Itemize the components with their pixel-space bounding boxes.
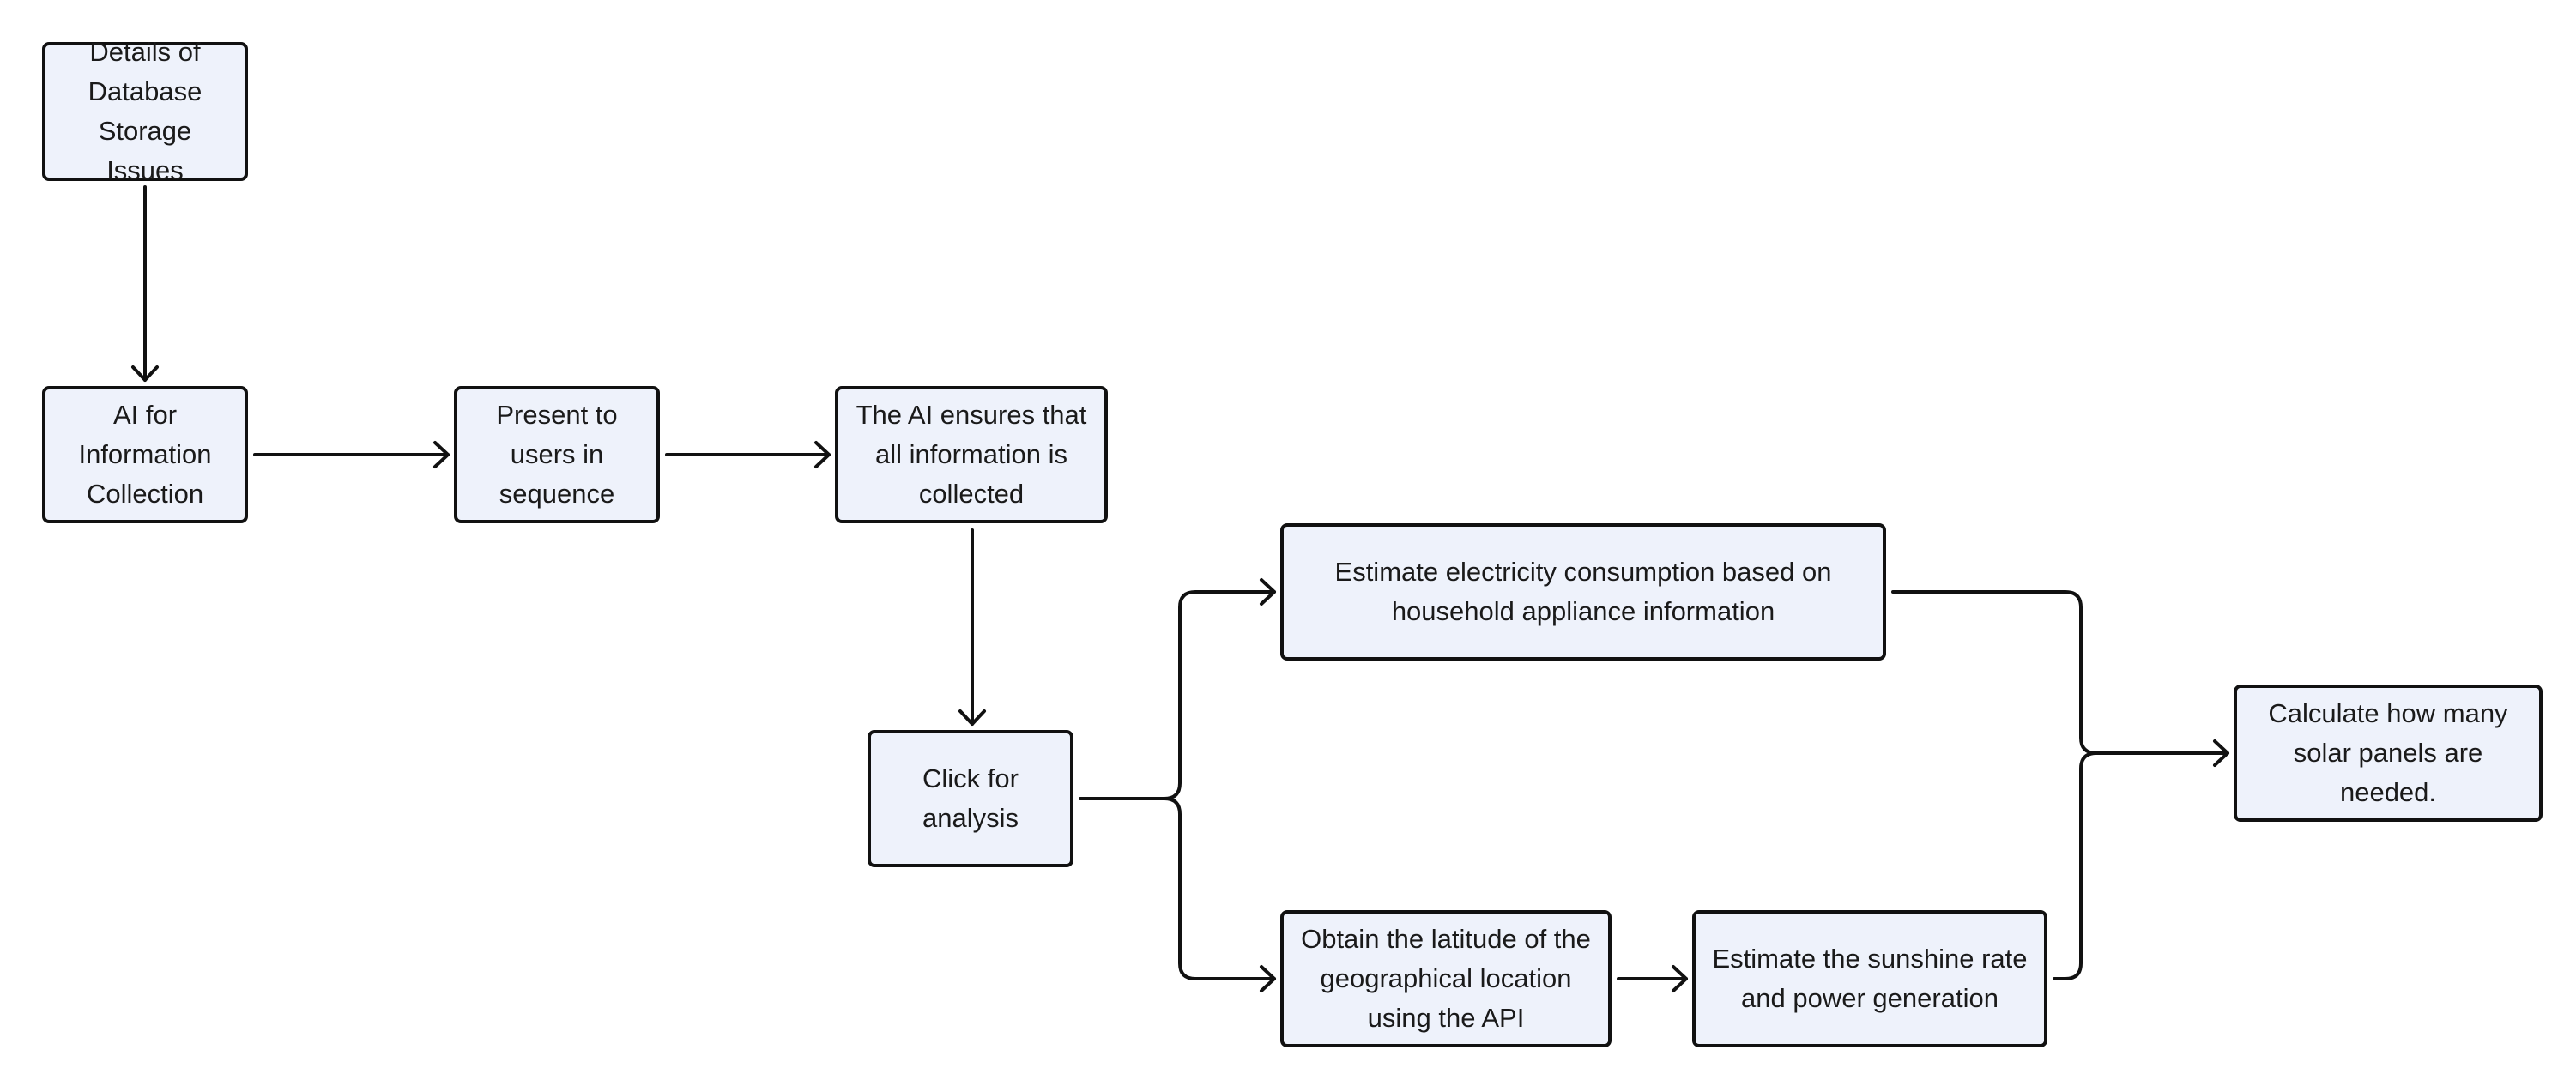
node-label: Estimate the sunshine rate and power gen… — [1712, 944, 2028, 1013]
node-label: AI for Information Collection — [78, 400, 212, 509]
node-estimate-sunshine: Estimate the sunshine rate and power gen… — [1692, 910, 2047, 1047]
connector-click-split — [1079, 578, 1276, 992]
node-ai-information-collection: AI for Information Collection — [42, 386, 248, 523]
arrow-present-to-ensures — [665, 441, 831, 468]
node-label: Calculate how many solar panels are need… — [2268, 698, 2508, 807]
node-label: The AI ensures that all information is c… — [856, 400, 1087, 509]
arrow-ai-info-to-present — [253, 441, 450, 468]
node-click-for-analysis[interactable]: Click for analysis — [868, 730, 1073, 867]
arrow-details-to-ai-info — [131, 185, 159, 382]
node-calculate-solar-panels: Calculate how many solar panels are need… — [2234, 685, 2543, 822]
node-obtain-latitude: Obtain the latitude of the geographical … — [1280, 910, 1612, 1047]
node-label: Obtain the latitude of the geographical … — [1301, 924, 1591, 1033]
arrow-ensures-to-click — [958, 528, 986, 726]
node-details-database-storage: Details of Database Storage Issues — [42, 37, 248, 185]
node-label: Estimate electricity consumption based o… — [1334, 557, 1832, 626]
node-label: Present to users in sequence — [496, 400, 618, 509]
node-label: Details of Database Storage Issues — [88, 37, 203, 185]
arrow-obtain-to-sunshine — [1617, 965, 1688, 992]
node-present-to-users: Present to users in sequence — [454, 386, 660, 523]
node-ai-ensures-collected: The AI ensures that all information is c… — [835, 386, 1108, 523]
node-label: Click for analysis — [922, 763, 1019, 833]
node-estimate-electricity: Estimate electricity consumption based o… — [1280, 523, 1886, 661]
